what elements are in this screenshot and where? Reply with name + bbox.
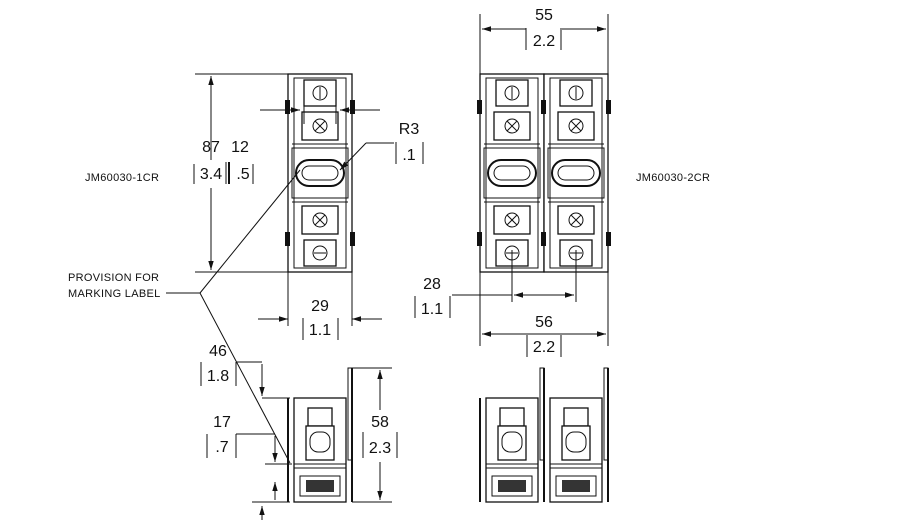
dim-width-12: 12 .5 [225, 96, 380, 184]
dim-height-58: 58 2.3 [352, 367, 398, 503]
model-label-single: JM60030-1CR [85, 172, 159, 184]
dim-12-in: .5 [236, 166, 249, 183]
dim-height-17: 17 .7 [206, 414, 292, 500]
dim-58-in: 2.3 [369, 440, 391, 457]
provision-line-2: MARKING LABEL [68, 288, 161, 300]
dim-radius-r3: R3 .1 [339, 121, 424, 171]
dim-56-mm: 56 [535, 314, 553, 331]
dim-29-mm: 29 [311, 298, 329, 315]
dim-55-mm: 55 [535, 7, 553, 24]
dim-pitch-28: 28 1.1 [414, 250, 577, 318]
dim-width-56: 56 2.2 [479, 272, 609, 357]
dim-17-mm: 17 [213, 414, 231, 431]
dim-28-in: 1.1 [421, 301, 443, 318]
dim-29-in: 1.1 [309, 322, 331, 339]
dim-58-mm: 58 [371, 414, 389, 431]
dim-12-mm: 12 [231, 139, 249, 156]
dim-r3-in: .1 [402, 147, 415, 164]
dim-28-mm: 28 [423, 276, 441, 293]
dim-46-mm: 46 [209, 343, 227, 360]
dim-height-87: 87 3.4 [193, 73, 288, 273]
provision-marking-label: PROVISION FOR MARKING LABEL [68, 169, 301, 464]
dim-17-in: .7 [215, 439, 228, 456]
double-pole-side-view [479, 367, 609, 503]
provision-line-1: PROVISION FOR [68, 272, 159, 284]
dim-55-in: 2.2 [533, 33, 555, 50]
dim-56-in: 2.2 [533, 339, 555, 356]
dim-width-55: 55 2.2 [479, 7, 609, 74]
single-pole-top-view [284, 73, 356, 273]
dim-87-mm: 87 [202, 139, 220, 156]
double-pole-top-view [476, 73, 612, 273]
single-pole-side-view [287, 367, 353, 503]
dim-width-29: 29 1.1 [258, 272, 382, 340]
dim-r3-mm: R3 [399, 121, 420, 138]
model-label-double: JM60030-2CR [636, 172, 710, 184]
dim-87-in: 3.4 [200, 166, 222, 183]
dim-height-46: 46 1.8 [200, 343, 290, 520]
dim-46-in: 1.8 [207, 368, 229, 385]
